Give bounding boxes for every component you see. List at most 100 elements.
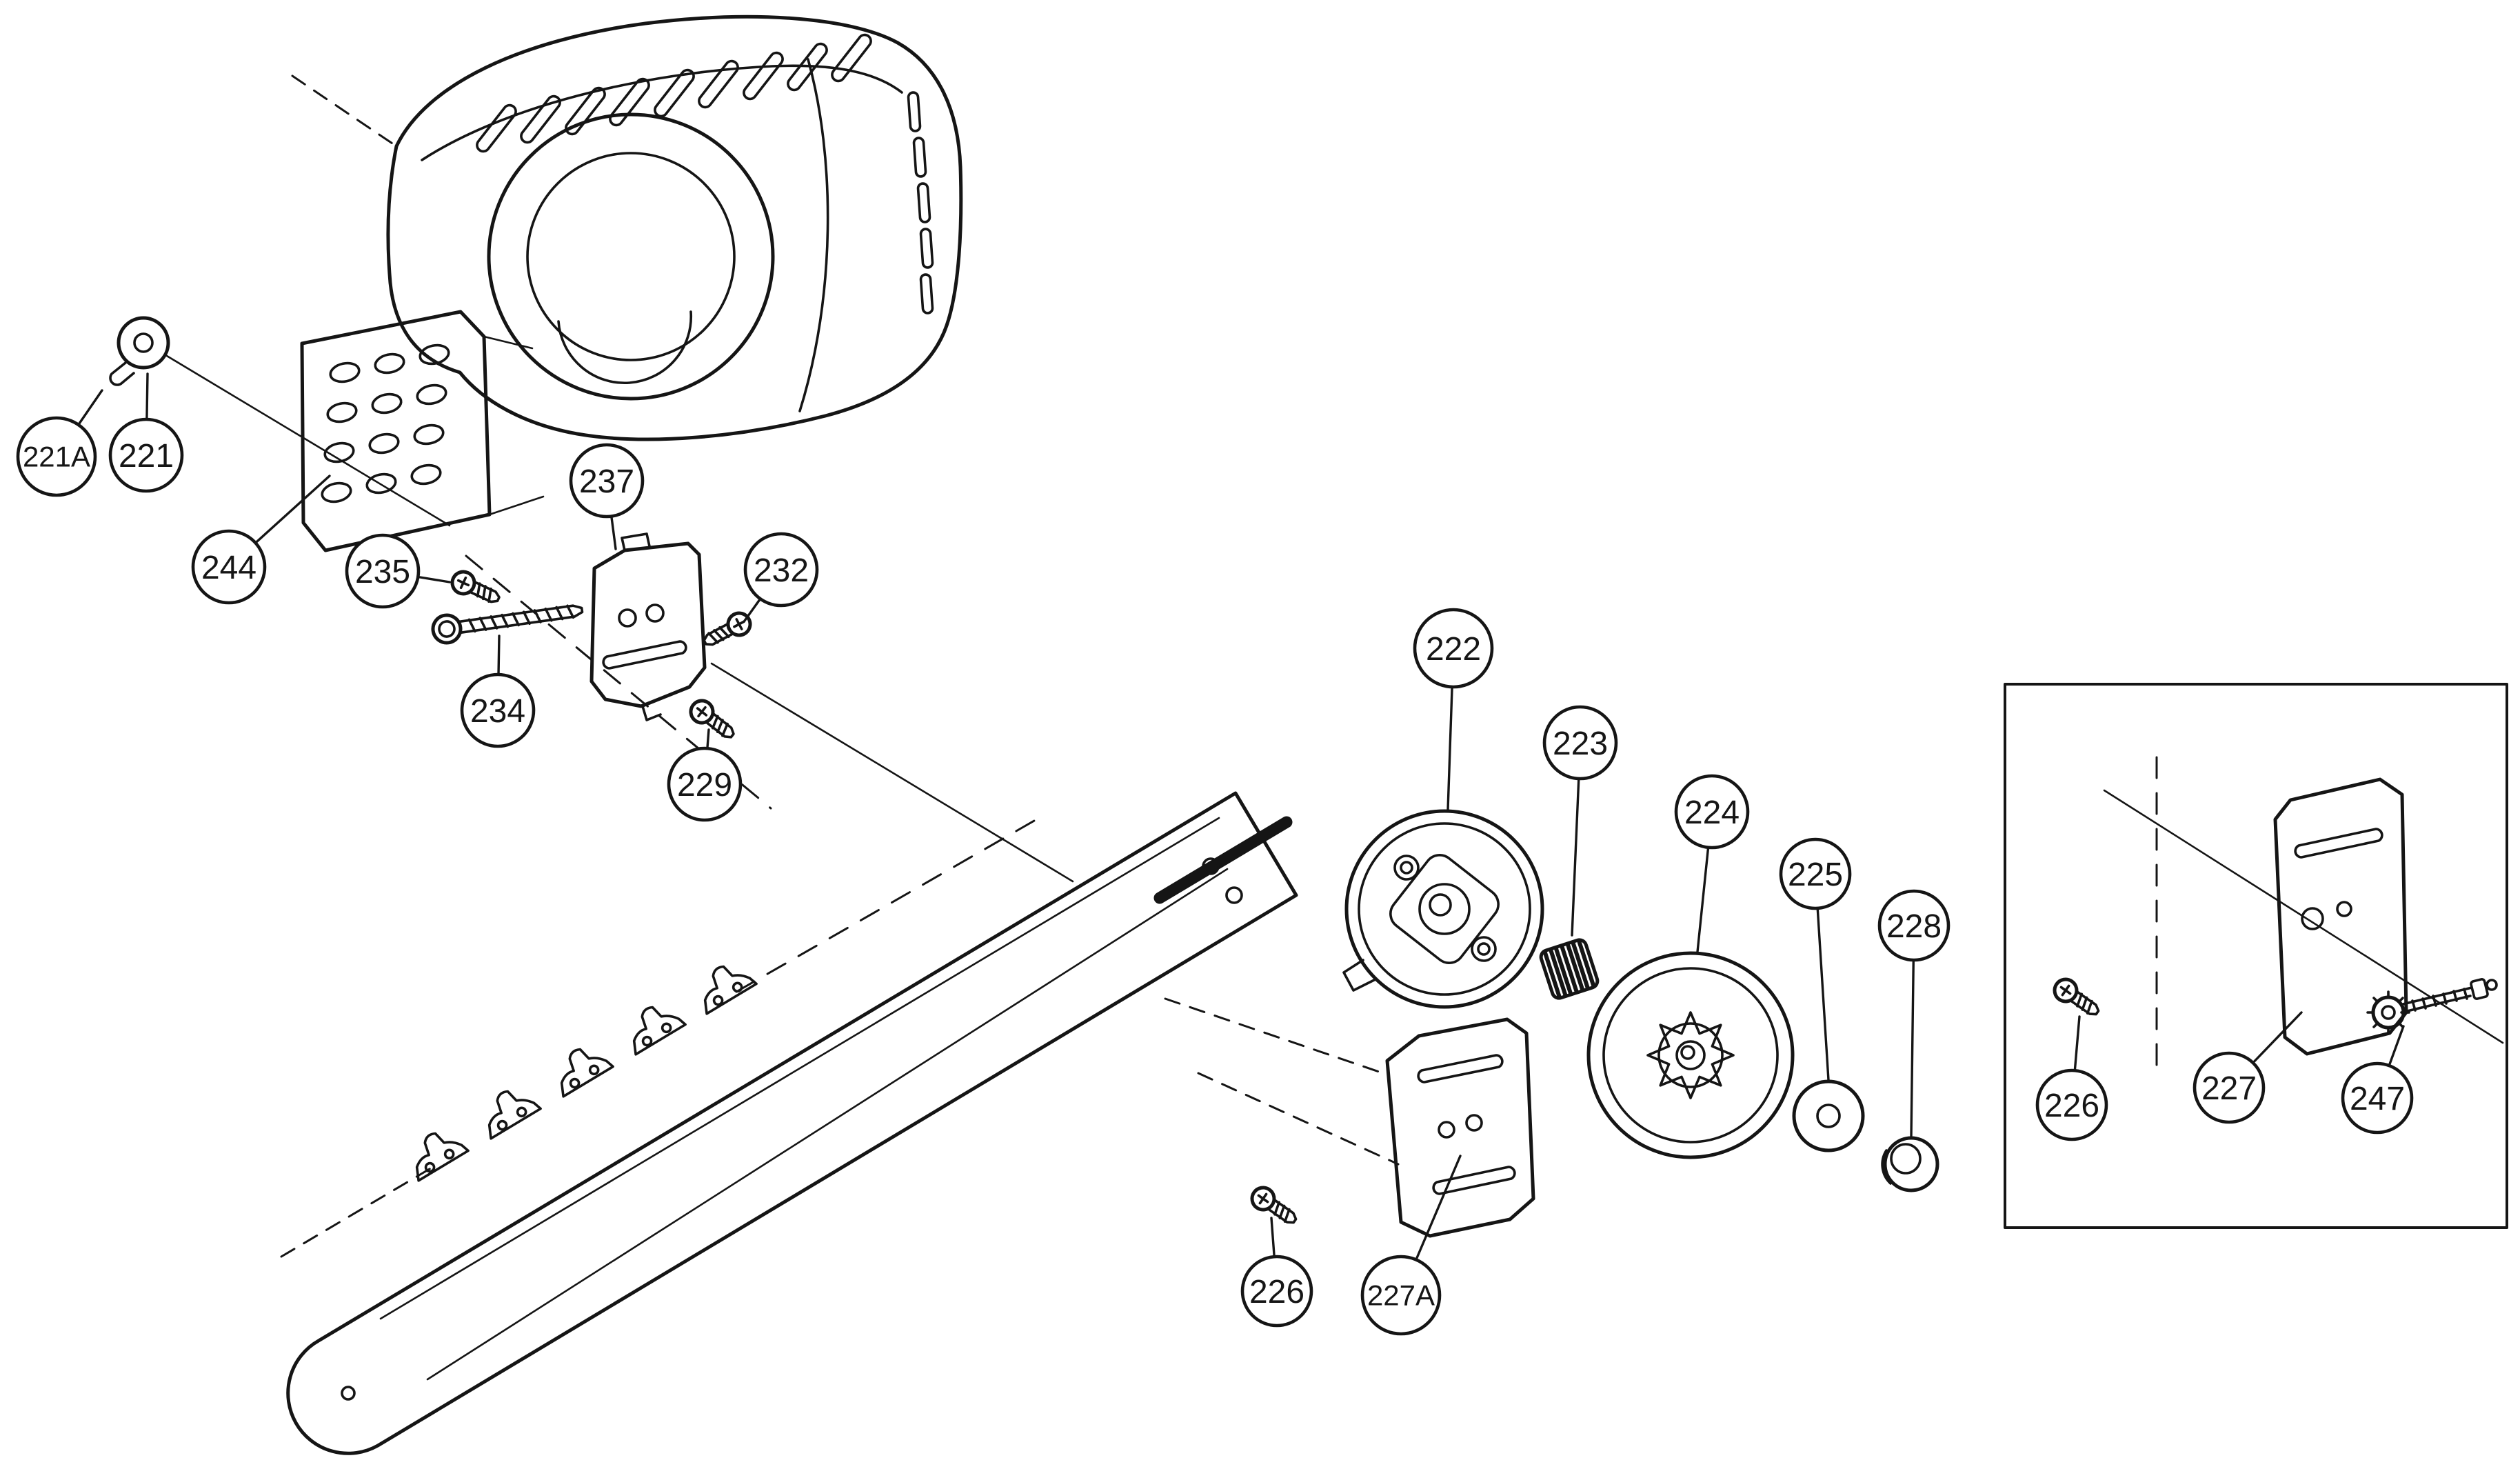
callout-237: 237 — [569, 443, 645, 550]
saw-chain-drawing — [280, 819, 1036, 1258]
callout-circle — [1877, 889, 1951, 962]
callout-232: 232 — [743, 532, 819, 622]
needle-bearing-drawing — [1539, 938, 1600, 1000]
callout-circle — [2035, 1068, 2108, 1141]
callout-234: 234 — [460, 635, 536, 748]
tensioner-screw-drawing — [2366, 978, 2498, 1035]
callout-227: 227 — [2193, 1011, 2303, 1124]
callout-leader — [254, 475, 331, 544]
callout-leader — [743, 597, 762, 622]
callout-label: 224 — [1684, 795, 1740, 831]
screw-235-drawing — [449, 568, 503, 609]
callout-label: 226 — [1249, 1274, 1304, 1310]
callout-label: 234 — [470, 693, 525, 730]
callout-circle — [1240, 1255, 1313, 1328]
screw-226-left-drawing — [1248, 1184, 1301, 1230]
callout-leader — [610, 515, 617, 550]
callout-circle — [108, 417, 184, 493]
callout-circle — [1779, 837, 1852, 910]
callout-leader — [497, 635, 501, 676]
callout-circle — [2193, 1051, 2266, 1124]
callout-circle — [569, 443, 645, 519]
callout-label: 228 — [1886, 908, 1942, 945]
inset-border — [2004, 683, 2508, 1229]
callout-leader — [1270, 1217, 1276, 1258]
callout-leader — [2073, 1015, 2081, 1072]
screw-226-right-drawing — [2050, 975, 2104, 1022]
callout-label: 247 — [2350, 1081, 2405, 1117]
callout-leader — [1816, 907, 1830, 1081]
callout-leader — [706, 728, 710, 750]
callout-leader — [1910, 959, 1915, 1138]
long-bolt-drawing — [431, 604, 584, 645]
callout-224: 224 — [1674, 774, 1750, 953]
retainer-drawing — [1881, 1136, 1939, 1192]
guide-bar-drawing — [280, 791, 1298, 1455]
callout-leader — [416, 575, 451, 583]
callout-circle — [345, 533, 421, 609]
top-vent-slats — [476, 33, 872, 153]
callout-228: 228 — [1877, 889, 1951, 1138]
callout-226: 226 — [2035, 1015, 2108, 1141]
screw-229-drawing — [687, 697, 739, 745]
callout-label: 225 — [1788, 857, 1843, 893]
callout-227a: 227A — [1360, 1155, 1462, 1336]
callouts-layer: 221A 221 244 235 237 232 234 229 222 223 224 225 228… — [16, 372, 2414, 1336]
callout-circle — [1542, 705, 1618, 781]
callout-leader — [1415, 1155, 1462, 1261]
assembly-lines — [165, 74, 1400, 1166]
callout-circle — [743, 532, 819, 608]
washer-drawing — [1792, 1079, 1865, 1152]
callout-label: 221A — [23, 441, 90, 473]
inner-guard-plate-drawing — [1385, 1017, 1535, 1238]
fan-opening — [487, 112, 775, 401]
tensioner-inset — [2004, 683, 2508, 1229]
callout-circle — [460, 672, 536, 748]
callout-label: 226 — [2044, 1088, 2099, 1124]
callout-circle — [1674, 774, 1750, 850]
motor-housing-drawing — [300, 14, 963, 552]
callout-221a: 221A — [16, 389, 103, 497]
screw-232-drawing — [700, 609, 754, 652]
callout-235: 235 — [345, 533, 451, 609]
callout-226: 226 — [1240, 1217, 1313, 1328]
callout-circle — [2341, 1061, 2414, 1135]
callout-label: 232 — [754, 552, 809, 589]
callout-223: 223 — [1542, 705, 1618, 937]
callout-222: 222 — [1413, 608, 1494, 811]
callout-label: 235 — [355, 554, 410, 590]
callout-label: 244 — [201, 550, 256, 586]
side-vent-slots — [907, 91, 934, 314]
callout-229: 229 — [667, 728, 743, 822]
callout-leader — [1696, 846, 1710, 953]
callout-label: 223 — [1553, 726, 1608, 762]
callout-247: 247 — [2341, 1025, 2414, 1135]
callout-leader — [2388, 1025, 2405, 1067]
clutch-assembly-drawing — [1342, 809, 1544, 1009]
callout-leader — [145, 372, 149, 421]
mounting-plate — [300, 310, 545, 552]
mount-damper-drawing — [109, 316, 170, 386]
tensioner-bracket-drawing — [2273, 777, 2408, 1056]
clutch-drum-drawing — [1586, 951, 1795, 1159]
callout-225: 225 — [1779, 837, 1852, 1081]
callout-label: 237 — [579, 463, 634, 500]
callout-leader — [1447, 686, 1453, 811]
callout-circle — [16, 416, 97, 497]
callout-244: 244 — [191, 475, 331, 605]
callout-circle — [191, 529, 267, 605]
callout-label: 229 — [677, 767, 732, 803]
front-bracket-drawing — [589, 532, 707, 721]
callout-leader — [77, 389, 103, 426]
callout-leader — [1571, 777, 1580, 937]
callout-label: 227 — [2201, 1070, 2257, 1107]
callout-label: 227A — [1367, 1279, 1435, 1312]
callout-circle — [1413, 608, 1494, 689]
callout-221: 221 — [108, 372, 184, 493]
callout-circle — [1360, 1255, 1442, 1336]
callout-label: 221 — [119, 438, 174, 475]
callout-label: 222 — [1426, 631, 1481, 668]
callout-circle — [667, 746, 743, 822]
